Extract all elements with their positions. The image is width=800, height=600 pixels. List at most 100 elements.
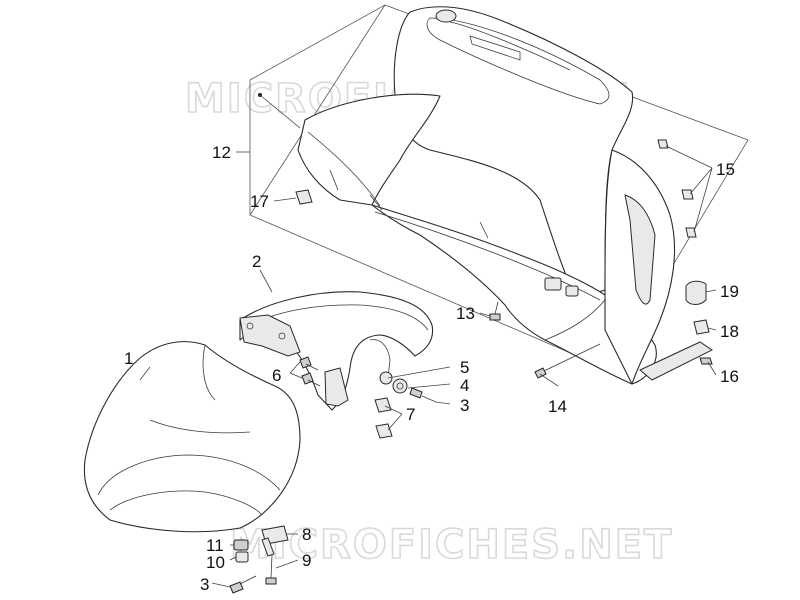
fasteners bbox=[229, 139, 713, 594]
screw-13 bbox=[489, 313, 501, 321]
bracket-8-arm bbox=[261, 537, 275, 557]
leader-18 bbox=[707, 327, 717, 331]
tab-mid bbox=[369, 194, 383, 211]
washer-10 bbox=[235, 551, 249, 563]
screw-6a-shank bbox=[305, 363, 319, 371]
nut-16 bbox=[699, 357, 713, 365]
label-2: 2 bbox=[252, 252, 261, 271]
mudguard-bracket bbox=[324, 367, 349, 407]
fork-recess bbox=[369, 339, 391, 379]
leader-15 bbox=[665, 145, 713, 233]
label-3-lower: 3 bbox=[200, 575, 209, 594]
mirror-hole bbox=[435, 9, 457, 23]
leader-19 bbox=[705, 289, 717, 293]
screw-6b-shank bbox=[307, 379, 321, 387]
fender-shell bbox=[83, 341, 301, 533]
label-3-upper: 3 bbox=[460, 396, 469, 415]
clip-7a bbox=[374, 397, 392, 413]
label-8: 8 bbox=[302, 525, 311, 544]
label-19: 19 bbox=[720, 282, 739, 301]
label-16: 16 bbox=[720, 367, 739, 386]
label-4: 4 bbox=[460, 376, 469, 395]
spacer-4-hole bbox=[396, 382, 404, 390]
nut-11 bbox=[233, 539, 249, 551]
washer-5 bbox=[379, 371, 393, 385]
watermark-bottom: MICROFICHES.NET bbox=[230, 522, 673, 568]
part-labels: 1 2 6 5 4 3 7 12 17 13 14 15 19 18 16 8 … bbox=[124, 143, 739, 594]
leader-17 bbox=[273, 197, 297, 202]
screw-3-lower-shank bbox=[239, 575, 257, 585]
shield-left-wing bbox=[297, 93, 441, 206]
lower-apron bbox=[371, 204, 657, 385]
label-7: 7 bbox=[406, 405, 415, 424]
inner-mudguard bbox=[239, 291, 434, 411]
screw-14-head bbox=[534, 367, 547, 379]
leader-3-lower bbox=[211, 582, 231, 588]
screw-9-shank bbox=[270, 554, 273, 579]
label-6: 6 bbox=[272, 366, 281, 385]
screw-3-upper-shank bbox=[421, 395, 437, 403]
fastener-bracket-2 bbox=[565, 285, 579, 297]
label-17: 17 bbox=[250, 192, 269, 211]
leader-6 bbox=[289, 361, 303, 379]
clip-17 bbox=[295, 189, 313, 205]
mudguard-mount-plate bbox=[239, 314, 301, 357]
label-13: 13 bbox=[456, 304, 475, 323]
leader-9 bbox=[275, 559, 299, 569]
label-14: 14 bbox=[548, 397, 567, 416]
tab-right bbox=[479, 221, 489, 239]
label-18: 18 bbox=[720, 322, 739, 341]
leader-14 bbox=[539, 373, 559, 387]
screw-14-shank bbox=[543, 343, 601, 372]
fastener-bracket bbox=[544, 277, 562, 291]
leader-10 bbox=[229, 556, 237, 561]
leader-12-pointer bbox=[259, 94, 301, 129]
fender-lip bbox=[109, 490, 263, 516]
front-fender bbox=[83, 341, 301, 533]
apron-crease-2 bbox=[544, 299, 606, 341]
leg-shield-assembly bbox=[297, 6, 713, 385]
tab-left bbox=[329, 169, 339, 191]
clip-18 bbox=[693, 319, 710, 335]
mount-hole-2 bbox=[278, 332, 286, 340]
handlebar-recess bbox=[426, 17, 610, 105]
fender-crease bbox=[149, 419, 251, 434]
inner-mudguard-body bbox=[239, 291, 434, 411]
label-9: 9 bbox=[302, 551, 311, 570]
label-5: 5 bbox=[460, 358, 469, 377]
recess-edge bbox=[449, 21, 571, 71]
leader-13 bbox=[479, 312, 491, 317]
mount-hole-1 bbox=[246, 322, 254, 330]
label-1: 1 bbox=[124, 349, 133, 368]
label-10: 10 bbox=[206, 553, 225, 572]
screw-3-upper-head bbox=[409, 387, 423, 399]
fender-inner-edge bbox=[97, 454, 281, 496]
label-15: 15 bbox=[716, 160, 735, 179]
leader-4 bbox=[407, 383, 451, 389]
mudguard-rim bbox=[249, 304, 429, 331]
leader-3-upper bbox=[435, 401, 451, 405]
leader-7 bbox=[384, 405, 403, 431]
label-11: 11 bbox=[206, 536, 224, 555]
clip-15a bbox=[657, 139, 669, 149]
recess-slot bbox=[469, 35, 521, 61]
clip-7b bbox=[375, 423, 393, 439]
spacer-4 bbox=[392, 378, 408, 394]
leader-2 bbox=[259, 269, 273, 293]
screw-3-lower-head bbox=[229, 581, 244, 594]
leader-lines bbox=[139, 93, 717, 588]
screw-13-shank bbox=[494, 301, 499, 315]
clip-15c bbox=[685, 227, 697, 238]
leader-16 bbox=[707, 361, 717, 376]
side-inner-panel bbox=[624, 194, 656, 305]
label-12: 12 bbox=[212, 143, 231, 162]
fender-notch bbox=[202, 344, 216, 401]
wing-edge bbox=[307, 131, 381, 207]
grommet-19 bbox=[685, 280, 707, 305]
clip-15b bbox=[681, 189, 694, 200]
bottom-strip bbox=[639, 341, 713, 381]
leader-5 bbox=[387, 366, 451, 379]
leader-1 bbox=[139, 366, 151, 381]
